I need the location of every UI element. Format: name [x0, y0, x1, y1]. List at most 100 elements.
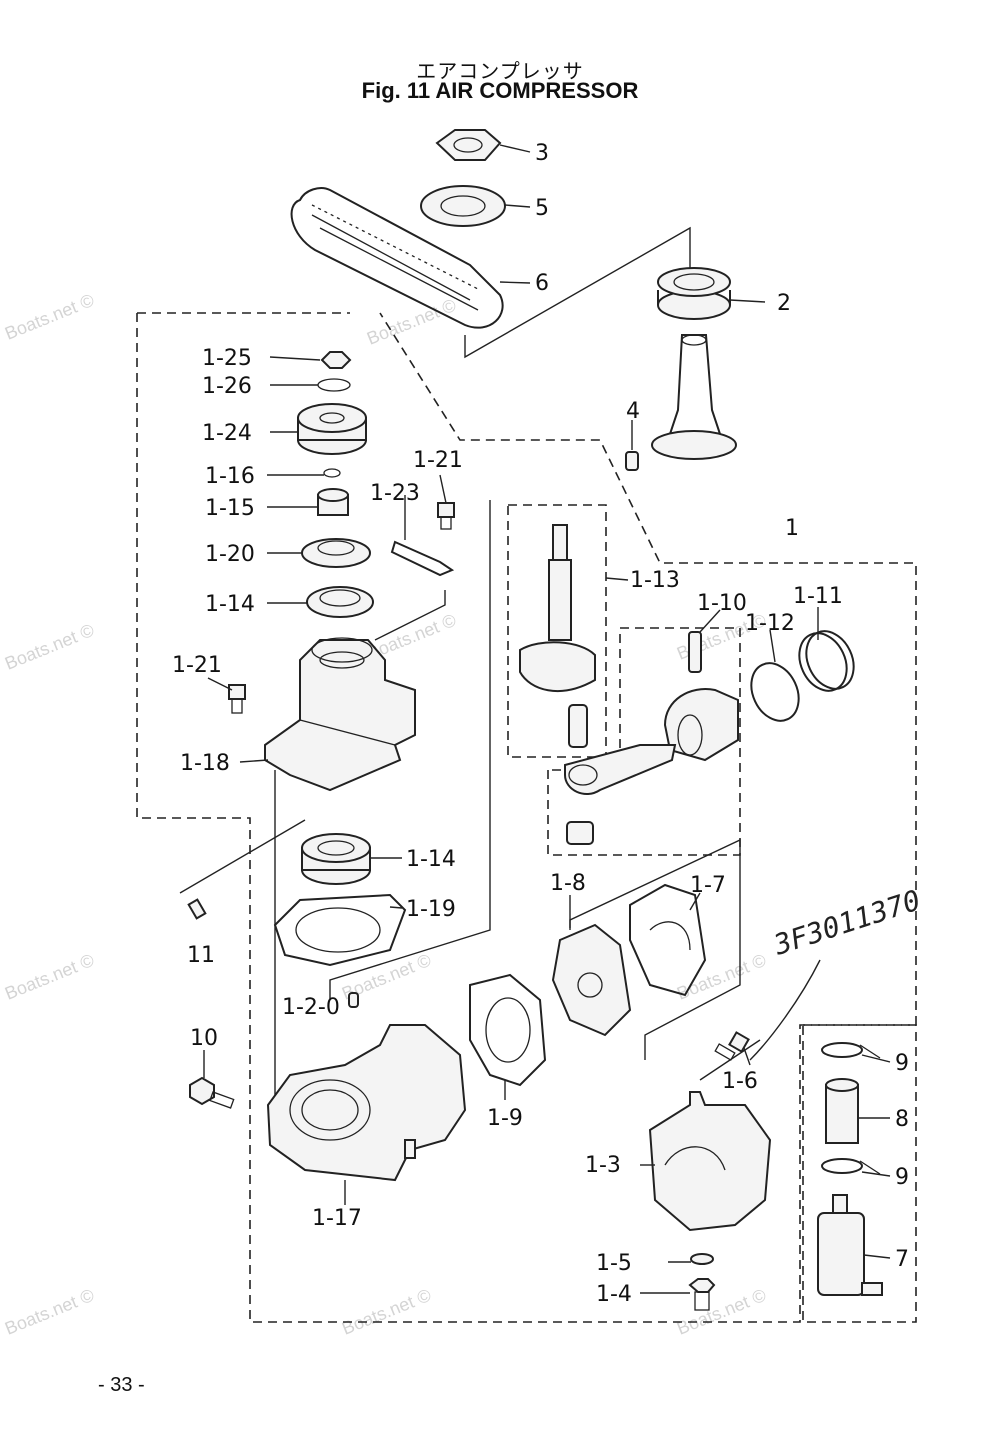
- bolt-1-21-lower: [228, 684, 246, 714]
- bolt-10: [189, 1076, 235, 1109]
- callout-label: 10: [190, 1026, 218, 1051]
- watermark: Boats.net ©: [2, 620, 97, 674]
- nut-1-25: [320, 351, 352, 369]
- washer-5: [420, 185, 506, 227]
- clamp-9-upper: [821, 1042, 881, 1059]
- leader-lines: [179, 226, 761, 1110]
- callout-labels: 3 5 6 2 4 1 1-25 1-26 1-24 1-16 1-15 1-2…: [172, 141, 909, 1307]
- leader-gear-bracket: [374, 590, 446, 641]
- connecting-rod: [564, 744, 677, 845]
- hex-nut-3: [435, 129, 502, 161]
- callout-label: 4: [626, 399, 640, 424]
- callout-label: 9: [895, 1165, 909, 1190]
- callout-label: 1-7: [690, 873, 726, 898]
- air-filter-7: [817, 1194, 883, 1296]
- watermark: Boats.net ©: [2, 1285, 97, 1339]
- callout-label: 1-20: [205, 542, 255, 567]
- watermark: Boats.net ©: [2, 290, 97, 344]
- dowel-pin-1-2-0: [348, 992, 359, 1008]
- washer-1-26: [317, 378, 351, 392]
- watermark: Boats.net ©: [2, 950, 97, 1004]
- callout-label: 1-10: [697, 591, 747, 616]
- pin-11: [187, 898, 207, 920]
- handwritten-note: 3F3011370: [749, 883, 924, 1061]
- leader-pin-11: [179, 819, 306, 894]
- callout-label: 1-14: [406, 847, 456, 872]
- bolt-1-21-upper: [437, 502, 455, 530]
- piston-pin-1-10: [688, 631, 702, 673]
- piston: [663, 688, 739, 762]
- washer-1-16: [323, 468, 341, 478]
- callout-label: 1-23: [370, 481, 420, 506]
- crankshaft-1-13: [519, 524, 596, 748]
- oil-seal-1-20: [301, 538, 371, 568]
- callout-label: 6: [535, 271, 549, 296]
- callout-label: 1-11: [793, 584, 843, 609]
- callout-label: 1-21: [172, 653, 222, 678]
- svg-text:3F3011370: 3F3011370: [769, 883, 924, 962]
- figure-title: Fig. 11 AIR COMPRESSOR: [361, 78, 639, 103]
- callout-label: 1: [785, 516, 799, 541]
- gasket-1-7: [629, 883, 707, 997]
- hose-8: [825, 1078, 859, 1144]
- figure-title-japanese: エアコンプレッサ: [416, 59, 584, 83]
- callout-label: 7: [895, 1247, 909, 1272]
- callout-label: 9: [895, 1051, 909, 1076]
- page-number: - 33 -: [98, 1374, 145, 1396]
- bearing-1-14-upper: [306, 586, 374, 618]
- callout-label: 1-16: [205, 464, 255, 489]
- callout-label: 1-8: [550, 871, 586, 896]
- callout-label: 1-19: [406, 897, 456, 922]
- callout-label: 1-24: [202, 421, 252, 446]
- bracket-1-23: [390, 540, 455, 577]
- upper-housing-1-18: [264, 637, 416, 792]
- timing-belt-6: [290, 187, 504, 329]
- valve-plate-1-8: [551, 923, 632, 1037]
- callout-label: 11: [187, 943, 215, 968]
- watermark: Boats.net ©: [339, 1285, 434, 1339]
- leader-crankshaft: [329, 500, 491, 1000]
- washer-1-5: [690, 1253, 714, 1265]
- bearing-1-14-lower: [301, 833, 371, 885]
- callout-label: 5: [535, 196, 549, 221]
- callout-label: 1-6: [722, 1069, 758, 1094]
- gasket-1-19: [273, 893, 407, 967]
- callout-label: 2: [777, 291, 791, 316]
- leader-drive-gear: [464, 226, 691, 359]
- callout-label: 1-25: [202, 346, 252, 371]
- watermark: Boats.net ©: [364, 295, 459, 349]
- callout-label: 1-5: [596, 1251, 632, 1276]
- callout-label: 1-14: [205, 592, 255, 617]
- assembly-1-boundary: [136, 312, 917, 1323]
- callout-leaders: [203, 144, 891, 1294]
- callout-label: 1-18: [180, 751, 230, 776]
- callout-label: 1-3: [585, 1153, 621, 1178]
- clamp-9-lower: [821, 1158, 881, 1175]
- callout-label: 1-4: [596, 1282, 632, 1307]
- parts-layer: [187, 129, 883, 1311]
- callout-label: 1-12: [745, 611, 795, 636]
- key-4: [625, 451, 639, 471]
- callout-label: 1-9: [487, 1106, 523, 1131]
- callout-label: 1-13: [630, 568, 680, 593]
- callout-label: 1-2-0: [282, 995, 340, 1020]
- gasket-1-9: [469, 973, 547, 1087]
- spacer-1-15: [317, 488, 349, 516]
- intake-subgroup-boundary: [802, 1024, 917, 1323]
- callout-label: 3: [535, 141, 549, 166]
- callout-label: 8: [895, 1107, 909, 1132]
- drive-pulley-2: [651, 267, 737, 460]
- piston-rings-1-11: [798, 630, 855, 692]
- fitting-1-4: [688, 1278, 716, 1311]
- gear-1-24: [297, 403, 367, 455]
- callout-label: 1-26: [202, 374, 252, 399]
- watermark: Boats.net ©: [674, 950, 769, 1004]
- bolt-1-6: [714, 1031, 750, 1061]
- cylinder-head-1-3: [648, 1091, 772, 1232]
- callout-label: 1-15: [205, 496, 255, 521]
- cylinder-1-17: [266, 1024, 467, 1182]
- callout-label: 1-17: [312, 1206, 362, 1231]
- piston-ring-1-12: [750, 662, 800, 722]
